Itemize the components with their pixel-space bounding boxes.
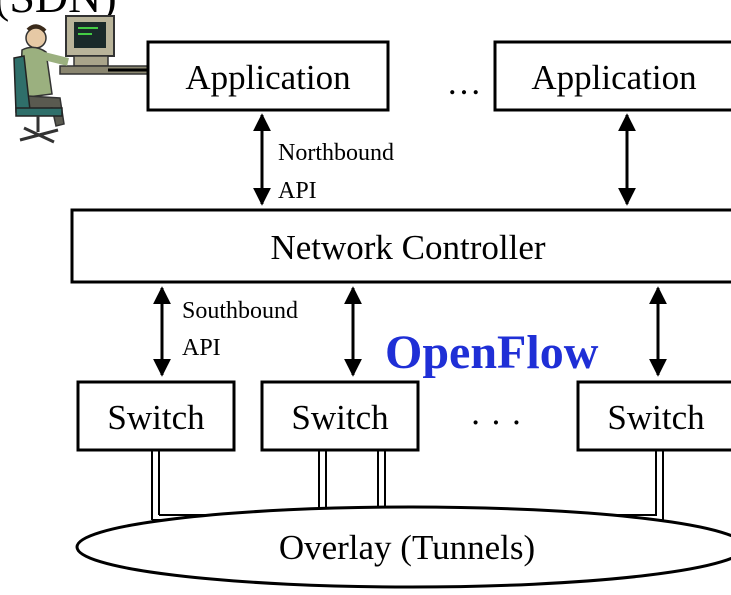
overlay-label: Overlay (Tunnels) — [279, 528, 535, 567]
switch-box-3 — [576, 380, 731, 452]
switch-box-1 — [76, 380, 236, 452]
network-controller-label: Network Controller — [270, 228, 545, 267]
switch-label-2: Switch — [291, 398, 389, 437]
application-label-1: Application — [185, 58, 350, 97]
northbound-label: Northbound — [278, 140, 394, 166]
application-ellipsis: … — [447, 63, 482, 102]
southbound-label: Southbound — [182, 298, 298, 324]
overlay-ellipse — [75, 505, 731, 589]
openflow-label: OpenFlow — [385, 326, 599, 379]
switch-ellipsis: · · · — [470, 403, 522, 442]
network-controller-box — [70, 208, 731, 284]
switch-label-3: Switch — [607, 398, 705, 437]
application-box-2 — [493, 40, 731, 112]
southbound-api-label: API — [182, 335, 221, 361]
switch-label-1: Switch — [107, 398, 205, 437]
application-label-2: Application — [531, 58, 696, 97]
user-computer-icon — [13, 15, 149, 144]
northbound-api-label: API — [278, 178, 317, 204]
application-box-1 — [146, 40, 390, 112]
switch-box-2 — [260, 380, 420, 452]
